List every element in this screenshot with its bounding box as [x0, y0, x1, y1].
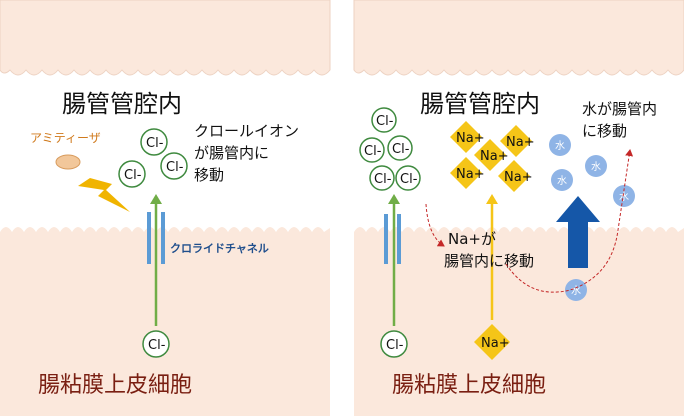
water-note-1: 水が腸管内 — [582, 100, 657, 118]
left-chloride-note-2: が腸管内に — [194, 144, 269, 162]
chloride-ion-label: Cl- — [400, 172, 418, 187]
water-drops: 水 水 水 水 水 — [549, 134, 635, 301]
left-chloride-note-1: クロールイオン — [194, 122, 299, 140]
left-lumen-label: 腸管管腔内 — [62, 90, 182, 118]
sodium-ion-label: Na+ — [456, 167, 485, 182]
right-panel: 腸管管腔内 Cl- Cl- Cl- Cl- Cl- Cl- — [353, 0, 684, 416]
sodium-ion-label: Na+ — [480, 149, 509, 164]
water-molecule-label: 水 — [619, 191, 629, 203]
water-note-2: に移動 — [582, 122, 627, 140]
sodium-note-2: 腸管内に移動 — [444, 252, 534, 270]
sodium-ion-label: Na+ — [506, 135, 535, 150]
chloride-ion-label: Cl- — [374, 172, 392, 187]
left-top-tissue — [0, 0, 331, 76]
chloride-ion-label: Cl- — [166, 160, 184, 175]
left-chloride-channel — [147, 212, 165, 264]
chloride-ion-label: Cl- — [124, 168, 142, 183]
cell-sodium-diamond — [474, 324, 510, 360]
left-panel: 腸管管腔内 アミティーザ Cl- Cl- Cl- クロールイオン が腸管内に 移… — [0, 0, 331, 416]
sodium-movement-arrow — [425, 203, 445, 247]
left-cell-label: 腸粘膜上皮細胞 — [38, 373, 192, 398]
right-top-tissue — [353, 0, 684, 76]
sodium-ion-label: Na+ — [504, 170, 533, 185]
lightning-icon — [78, 178, 130, 212]
water-molecule-label: 水 — [555, 140, 565, 152]
chloride-ion-label: Cl- — [392, 142, 410, 157]
chloride-ion-label: Cl- — [376, 114, 394, 129]
capsule-icon — [55, 154, 81, 170]
right-cell-chloride — [380, 330, 408, 358]
left-epithelial-tissue — [0, 227, 330, 416]
left-channel-label: クロライドチャネル — [170, 242, 269, 255]
chloride-ion-label: Cl- — [148, 338, 166, 353]
left-chloride-cluster: Cl- Cl- Cl- — [118, 128, 188, 188]
sodium-ion-label: Na+ — [481, 336, 510, 351]
left-chloride-arrowhead — [150, 194, 162, 204]
chloride-ion-label: Cl- — [146, 136, 164, 151]
chloride-ion-label: Cl- — [386, 338, 404, 353]
right-lumen-label: 腸管管腔内 — [420, 90, 540, 118]
sodium-arrowhead — [486, 194, 498, 204]
right-chloride-cluster: Cl- Cl- Cl- Cl- Cl- — [359, 107, 421, 191]
water-molecule-label: 水 — [571, 285, 581, 297]
sodium-ion-label: Na+ — [456, 131, 485, 146]
water-molecule-label: 水 — [557, 175, 567, 187]
sodium-cluster: Na+ Na+ Na+ Na+ Na+ — [450, 121, 535, 192]
sodium-note-1: Na+が — [448, 230, 496, 248]
right-chloride-channel — [384, 214, 401, 264]
right-chloride-arrowhead — [388, 194, 400, 204]
left-chloride-note-3: 移動 — [194, 166, 224, 184]
right-cell-label: 腸粘膜上皮細胞 — [392, 373, 546, 398]
right-epithelial-tissue — [354, 227, 684, 416]
water-molecule-label: 水 — [591, 161, 601, 173]
left-cell-chloride — [142, 330, 170, 358]
chloride-ion-label: Cl- — [364, 144, 382, 159]
left-drug-label: アミティーザ — [30, 131, 101, 145]
water-flow-arrow — [556, 196, 600, 268]
